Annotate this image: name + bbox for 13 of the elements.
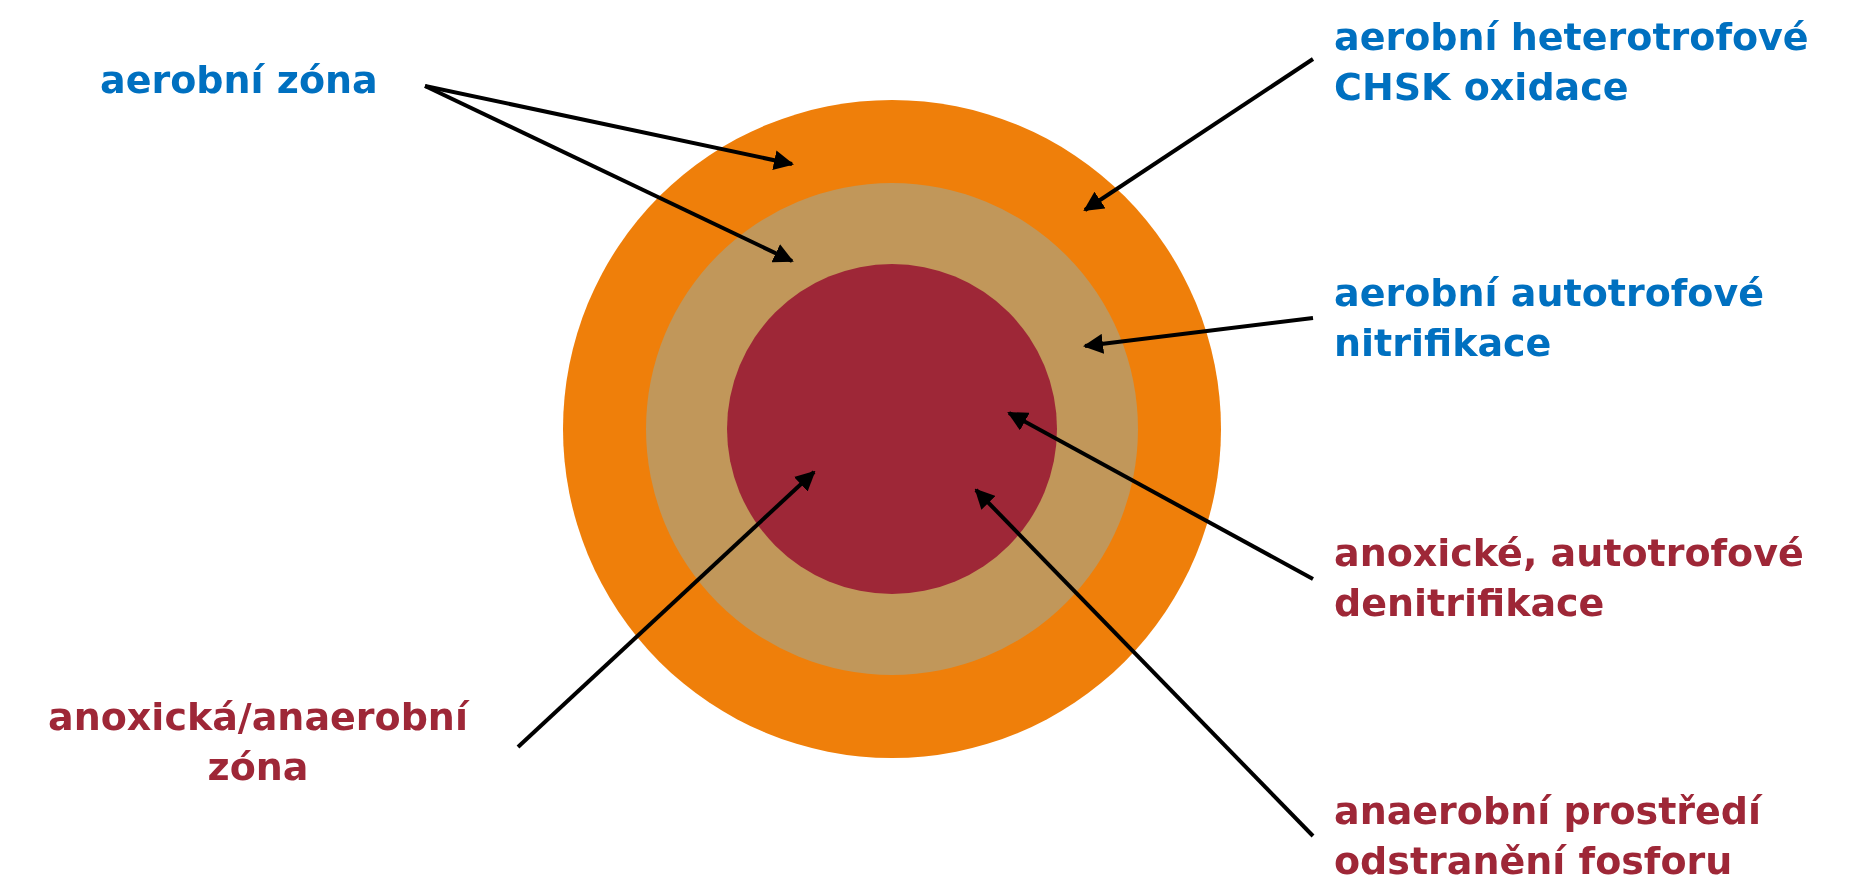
- zone-label: anoxické, autotrofové denitrifikace: [1334, 528, 1834, 628]
- leader-line: [424, 84, 794, 171]
- zone-label: aerobní zóna: [100, 55, 420, 105]
- leader-line: [1083, 57, 1315, 212]
- leader-line: [424, 84, 794, 263]
- zone-label: aerobní heterotrofové CHSK oxidace: [1334, 12, 1834, 112]
- leader-line: [516, 470, 816, 749]
- leader-line: [1083, 316, 1314, 354]
- zone-label: anoxická/anaerobní zóna: [8, 692, 508, 792]
- zone-label: aerobní autotrofové nitrifikace: [1334, 268, 1834, 368]
- leader-line: [974, 488, 1315, 838]
- zone-label: anaerobní prostředí odstranění fosforu: [1334, 786, 1834, 886]
- leader-line: [1007, 411, 1314, 581]
